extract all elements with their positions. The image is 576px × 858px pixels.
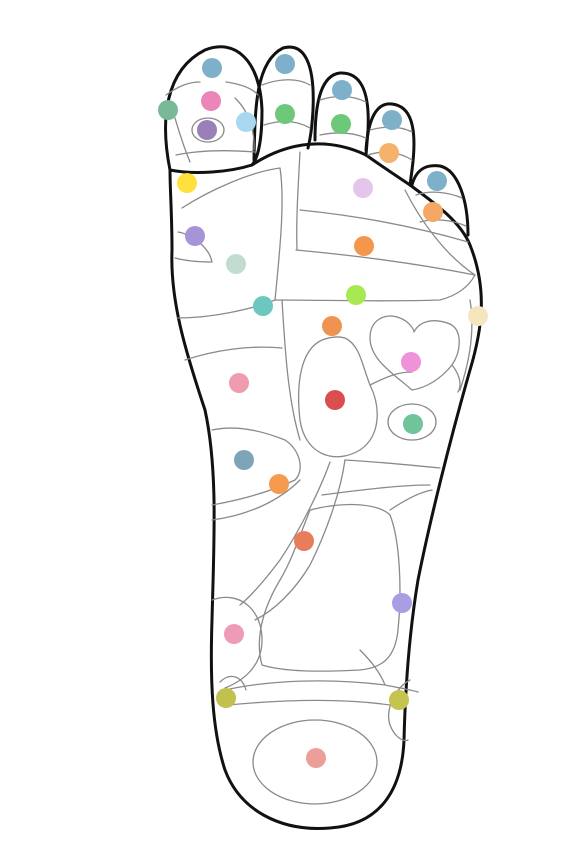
second-toe-outline bbox=[252, 45, 315, 162]
reflex-points bbox=[158, 54, 488, 768]
reflex-point-p9[interactable] bbox=[331, 114, 351, 134]
big-toe-line-2 bbox=[225, 81, 259, 96]
lower-heel-band-2 bbox=[227, 699, 391, 706]
reflex-point-p33[interactable] bbox=[389, 690, 409, 710]
inner-arc-upper bbox=[177, 167, 283, 319]
reflex-point-p10[interactable] bbox=[382, 110, 402, 130]
reflex-point-p26[interactable] bbox=[403, 414, 423, 434]
reflex-point-p8[interactable] bbox=[332, 80, 352, 100]
fourth-toe-outline bbox=[364, 102, 416, 187]
reflex-point-p13[interactable] bbox=[423, 202, 443, 222]
lower-heel-band-1 bbox=[224, 680, 419, 693]
midfoot-line-1 bbox=[344, 459, 441, 469]
reflex-point-p27[interactable] bbox=[234, 450, 254, 470]
diagonal-band-3 bbox=[295, 249, 476, 276]
heel-arch-diagonal bbox=[359, 649, 386, 686]
reflex-point-p25[interactable] bbox=[325, 390, 345, 410]
reflex-point-p5[interactable] bbox=[236, 112, 256, 132]
reflex-point-p1[interactable] bbox=[202, 58, 222, 78]
heel-arch-rectangle bbox=[258, 503, 401, 672]
reflex-point-p15[interactable] bbox=[353, 178, 373, 198]
reflex-point-p24[interactable] bbox=[229, 373, 249, 393]
arch-line-4 bbox=[211, 479, 301, 521]
diagonal-band-2 bbox=[299, 209, 469, 243]
big-toe-oval bbox=[191, 117, 225, 143]
big-toe-line-3 bbox=[175, 150, 256, 156]
reflex-point-p21[interactable] bbox=[468, 306, 488, 326]
reflex-point-p32[interactable] bbox=[216, 688, 236, 708]
reflex-point-p7[interactable] bbox=[275, 104, 295, 124]
midfoot-line-3 bbox=[389, 489, 433, 511]
little-toe-outline bbox=[410, 164, 470, 237]
reflex-point-p23[interactable] bbox=[401, 352, 421, 372]
reflex-point-p3[interactable] bbox=[158, 100, 178, 120]
heel-oval bbox=[252, 719, 378, 805]
mid-foot-line bbox=[274, 274, 476, 302]
reflex-point-p4[interactable] bbox=[197, 120, 217, 140]
kidney-zone bbox=[297, 336, 378, 458]
reflex-point-p6[interactable] bbox=[275, 54, 295, 74]
reflex-point-p28[interactable] bbox=[269, 474, 289, 494]
reflex-point-p14[interactable] bbox=[177, 173, 197, 193]
arch-line-2 bbox=[281, 299, 301, 441]
third-toe-outline bbox=[313, 71, 370, 157]
reflex-point-p17[interactable] bbox=[226, 254, 246, 274]
heart-line bbox=[451, 364, 461, 393]
reflex-point-p16[interactable] bbox=[185, 226, 205, 246]
central-channel-right bbox=[254, 459, 346, 621]
central-channel-left bbox=[239, 461, 331, 606]
big-toe-line-1 bbox=[165, 81, 201, 96]
arch-line-1 bbox=[184, 346, 283, 361]
reflex-point-p20[interactable] bbox=[253, 296, 273, 316]
lower-heel-band-3 bbox=[219, 675, 247, 691]
arch-line-3 bbox=[211, 427, 301, 506]
reflex-point-p29[interactable] bbox=[294, 531, 314, 551]
inner-heel-bulge bbox=[211, 596, 263, 689]
reflex-point-p31[interactable] bbox=[224, 624, 244, 644]
kidney-connector bbox=[369, 371, 413, 386]
small-oval-zone bbox=[387, 403, 437, 441]
reflex-point-p2[interactable] bbox=[201, 91, 221, 111]
reflex-point-p19[interactable] bbox=[346, 285, 366, 305]
reflex-point-p34[interactable] bbox=[306, 748, 326, 768]
reflex-point-p12[interactable] bbox=[427, 171, 447, 191]
midfoot-line-2 bbox=[321, 484, 431, 496]
reflex-point-p11[interactable] bbox=[379, 143, 399, 163]
sole-outline bbox=[168, 142, 483, 830]
big-toe-line-4 bbox=[174, 117, 191, 163]
reflex-point-p18[interactable] bbox=[354, 236, 374, 256]
second-toe-line-1 bbox=[261, 79, 311, 86]
diagonal-band-1 bbox=[296, 151, 301, 251]
reflex-point-p30[interactable] bbox=[392, 593, 412, 613]
outer-ball-line bbox=[404, 189, 476, 276]
little-toe-line-1 bbox=[415, 191, 463, 199]
reflex-point-p22[interactable] bbox=[322, 316, 342, 336]
